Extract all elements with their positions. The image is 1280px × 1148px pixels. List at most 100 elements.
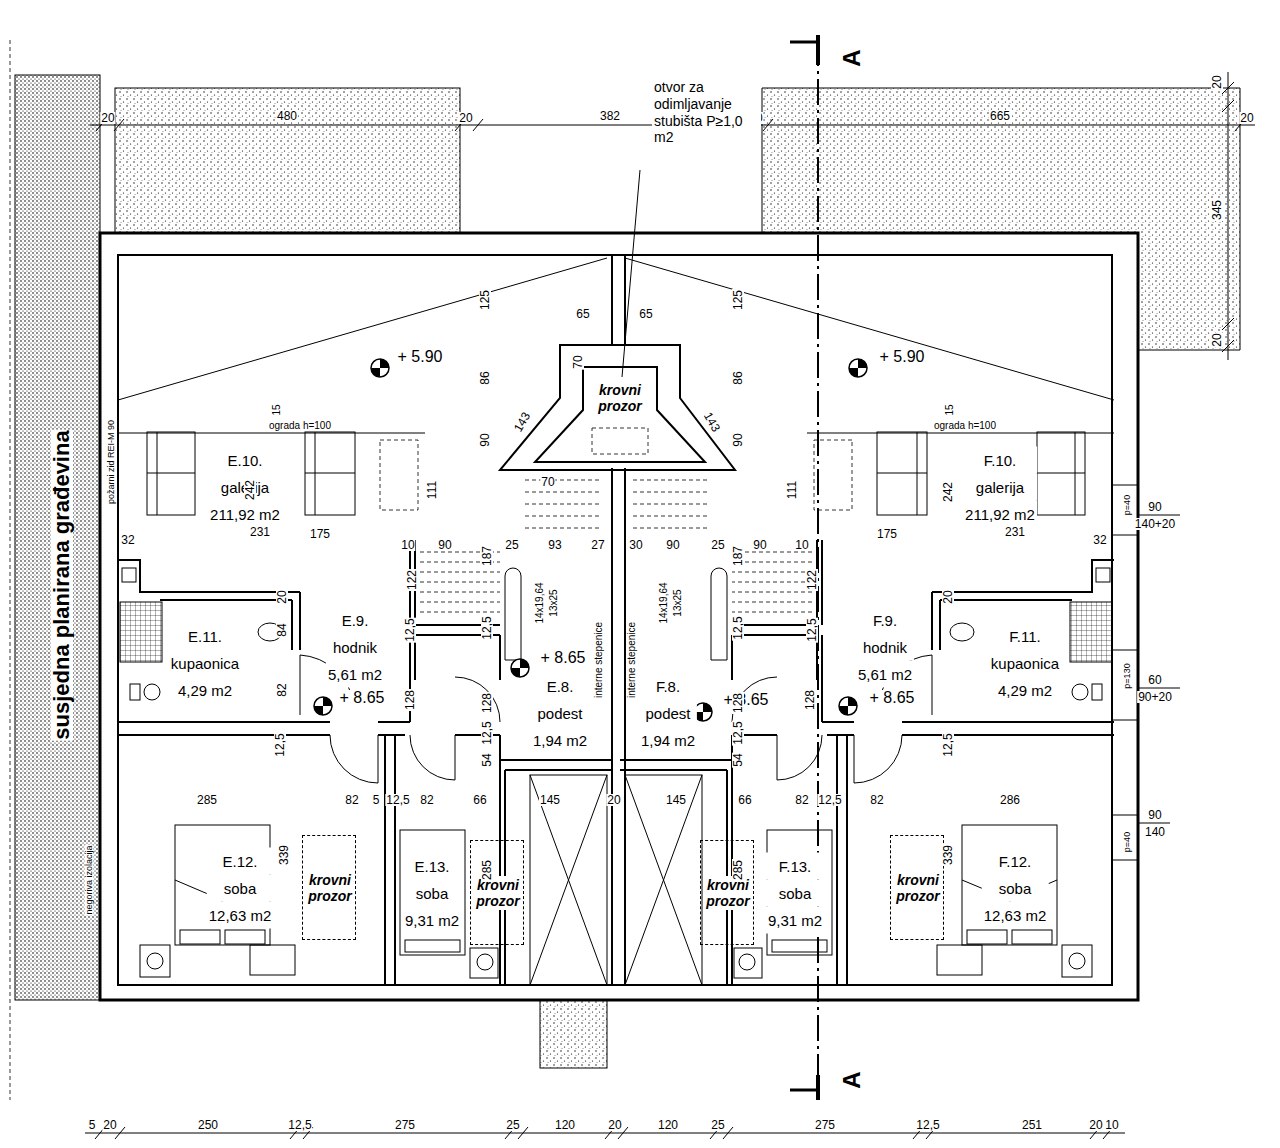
- roof-window: krovni prozor: [470, 840, 524, 945]
- roof-window: krovni prozor: [302, 835, 356, 940]
- room-label: podest: [531, 700, 589, 727]
- room-label: E.12.: [207, 848, 274, 875]
- dimension: 12,5: [915, 1119, 940, 1131]
- dimension: 128: [732, 692, 744, 714]
- dimension: negoriva izolacija: [85, 844, 94, 915]
- dimension: 60: [1147, 674, 1162, 686]
- dimension: 15: [945, 403, 955, 416]
- dimension: 82: [869, 794, 884, 806]
- dimension: 32: [1092, 534, 1107, 546]
- dimension: 12,5: [287, 1119, 312, 1131]
- room-label: soba: [982, 875, 1049, 902]
- room-label: F.10.: [963, 447, 1037, 474]
- dimension: 242: [942, 481, 954, 503]
- dimension: 20: [607, 1119, 622, 1131]
- room-label: E.13.: [403, 853, 461, 880]
- room-label: 211,92 m2: [963, 501, 1037, 528]
- dimension: + 8.65: [339, 690, 386, 706]
- dimension: 175: [876, 528, 898, 540]
- dimension: 250: [197, 1119, 219, 1131]
- dimension: 13x25: [673, 588, 683, 617]
- room-label: soba: [403, 880, 461, 907]
- dimension: 111: [786, 480, 798, 500]
- dimension: 27: [590, 539, 605, 551]
- dimension: ograda h=100: [933, 421, 997, 431]
- dimension: 187: [481, 545, 493, 567]
- room-label: E.9.: [326, 607, 384, 634]
- room-text: E.13.soba9,31 m2: [403, 853, 461, 934]
- dimension: 12,5: [806, 617, 818, 642]
- room-text: F.9.hodnik5,61 m2: [856, 607, 914, 688]
- dimension: 285: [481, 859, 493, 881]
- room-label: 1,94 m2: [639, 727, 697, 754]
- dimension: 128: [404, 689, 416, 711]
- room-text: F.13.soba9,31 m2: [766, 853, 824, 934]
- dimension: 86: [732, 370, 744, 385]
- dimension: 120: [554, 1119, 576, 1131]
- dimension: 665: [989, 110, 1011, 122]
- dimension: 20: [458, 112, 473, 124]
- dimension: 140: [1144, 826, 1166, 838]
- heading-label: susjedna planirana građevina: [51, 429, 73, 740]
- room-text: E.8.podest1,94 m2: [531, 673, 589, 754]
- dimension: 120: [657, 1119, 679, 1131]
- roof-window-label: krovni prozor: [475, 876, 521, 910]
- dimension: p=130: [1123, 662, 1132, 689]
- dimension: 382: [599, 110, 621, 122]
- heading-label: A: [840, 48, 864, 67]
- room-label: E.11.: [169, 623, 241, 650]
- room-label: F.9.: [856, 607, 914, 634]
- room-label: hodnik: [326, 634, 384, 661]
- dimension: 20: [942, 589, 954, 604]
- dimension: 5: [372, 794, 381, 806]
- roof-window-label: krovni prozor: [307, 871, 353, 905]
- dimension: interne stepenice: [594, 621, 604, 699]
- dimension: 275: [394, 1119, 416, 1131]
- dimension: 145: [539, 794, 561, 806]
- dimension: 251: [1021, 1119, 1043, 1131]
- room-text: krovni prozor: [895, 871, 941, 905]
- dimension: 25: [710, 539, 725, 551]
- dimension: 20: [1211, 74, 1223, 89]
- room-label: galerija: [963, 474, 1037, 501]
- room-text: E.11.kupaonica4,29 m2: [169, 623, 241, 704]
- room-text: krovni prozor: [597, 381, 643, 415]
- dimension: 12,5: [404, 617, 416, 642]
- dimension: 20: [1088, 1119, 1103, 1131]
- dimension: 286: [999, 794, 1021, 806]
- heading-label: A: [840, 1070, 864, 1089]
- dimension: 242: [244, 479, 256, 501]
- roof-window-label: krovni prozor: [705, 876, 751, 910]
- roof-window-label: krovni prozor: [895, 871, 941, 905]
- dimension: 65: [575, 308, 590, 320]
- dimension: 125: [732, 289, 744, 311]
- room-label: 1,94 m2: [531, 727, 589, 754]
- roof-window: krovni prozor: [890, 835, 944, 940]
- dimension: 231: [1004, 526, 1026, 538]
- dimension: 122: [406, 569, 418, 591]
- dimension: 90+20: [1137, 691, 1173, 703]
- room-label: 5,61 m2: [856, 661, 914, 688]
- dimension: 14x19,64: [659, 581, 669, 624]
- dimension: 82: [276, 682, 288, 697]
- dimension: 65: [638, 308, 653, 320]
- dimension: p=40: [1123, 494, 1132, 516]
- dimension: 285: [196, 794, 218, 806]
- room-label: E.8.: [531, 673, 589, 700]
- room: E.11.kupaonica4,29 m2: [118, 600, 292, 720]
- dimension: 30: [628, 539, 643, 551]
- dimension: + 8.65: [869, 690, 916, 706]
- dimension: 54: [481, 752, 493, 767]
- dimension: 54: [732, 752, 744, 767]
- dimension: 339: [942, 844, 954, 866]
- dimension: 145: [665, 794, 687, 806]
- dimension: 143: [511, 409, 532, 434]
- dimension: 70: [540, 476, 555, 488]
- dimension: 12,5: [817, 794, 842, 806]
- room-text: F.11.kupaonica4,29 m2: [989, 623, 1061, 704]
- room-label: 4,29 m2: [169, 677, 241, 704]
- dimension: 285: [732, 859, 744, 881]
- room-text: krovni prozor: [307, 871, 353, 905]
- dimension: 14x19,64: [535, 581, 545, 624]
- room-label: F.11.: [989, 623, 1061, 650]
